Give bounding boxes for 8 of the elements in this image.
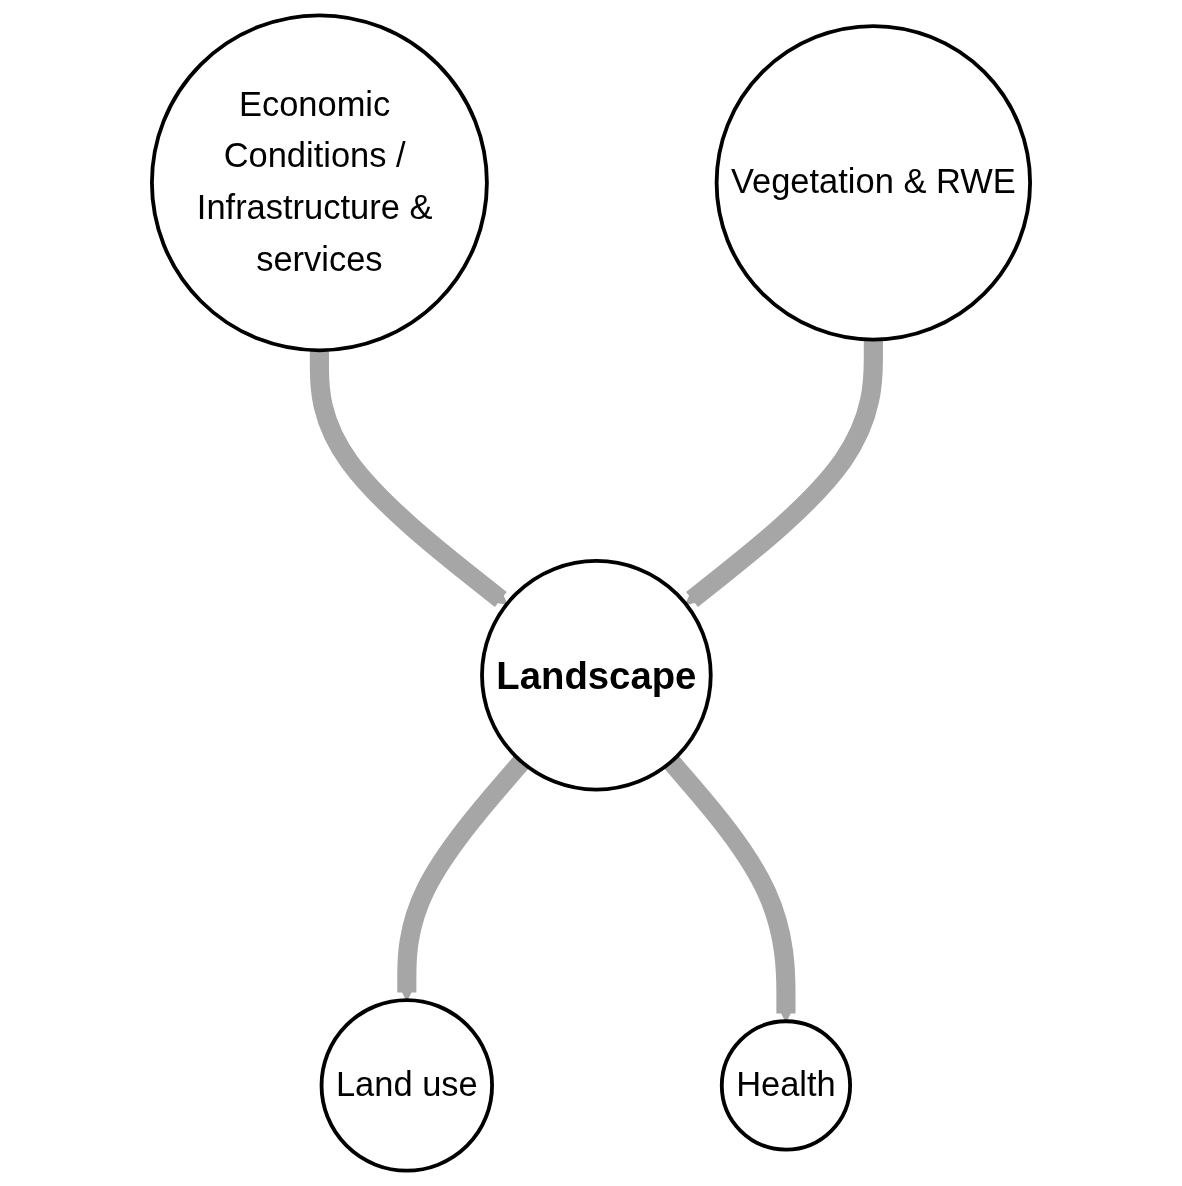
node-circle: Vegetation & RWE [714,24,1032,342]
arrow [685,339,883,607]
node-circle: Land use [319,998,494,1173]
arrow [397,755,529,1001]
node-circle: Landscape [480,558,713,792]
arrow [309,350,508,607]
node-circle: Health [719,1019,852,1152]
node-circle: Economic Conditions / Infrastructure & services [150,13,489,353]
